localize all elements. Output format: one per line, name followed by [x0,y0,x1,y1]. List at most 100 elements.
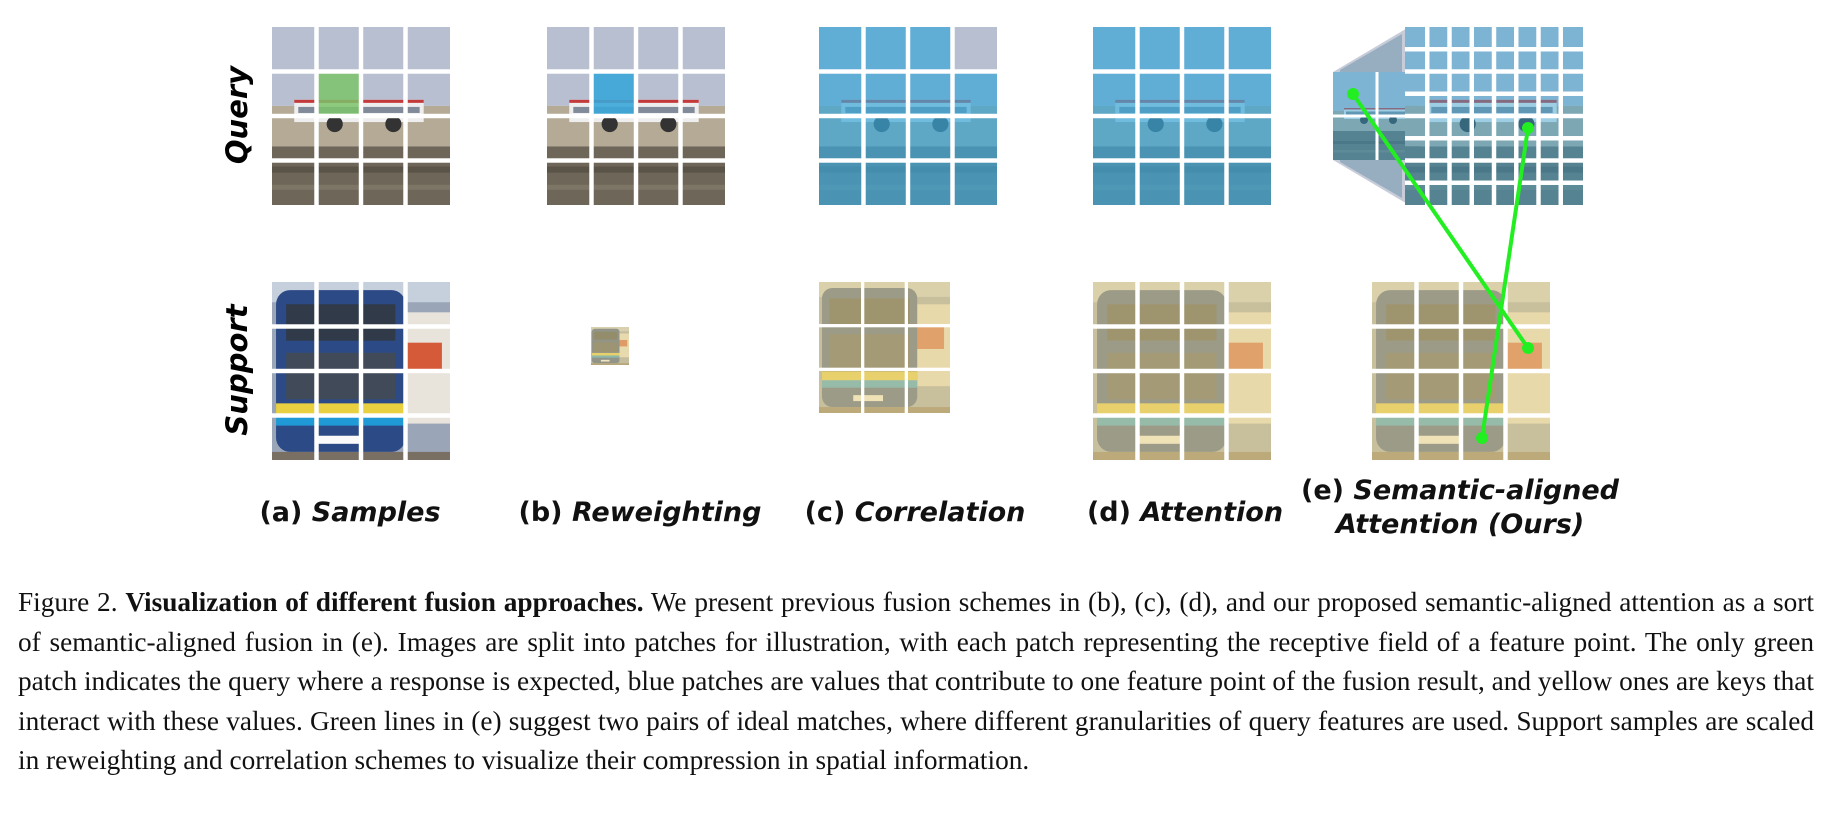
query-semantic-fine-patch [1449,116,1472,139]
query-semantic-fine-patch [1494,160,1517,183]
query-semantic-fine-patch [1405,138,1428,161]
query-correlation-patch [908,160,953,205]
support-attention-patch [1137,371,1182,416]
support-correlation-patch [862,282,907,326]
query-semantic-fine-patch [1471,182,1494,205]
query-semantic-fine-patch [1494,71,1517,94]
query-correlation-patch [863,71,908,116]
query-semantic-fine-patch [1405,116,1428,139]
query-attention-patch [1182,160,1227,205]
query-semantic-fine-patch [1494,49,1517,72]
query-semantic-fine-patch [1560,138,1583,161]
query-semantic-fine-patch [1449,93,1472,116]
query-correlation-patch [819,116,864,161]
support-attention-patch [1226,371,1271,416]
match-point [1522,122,1534,134]
support-semantic-patch [1505,282,1550,327]
query-correlation-patch [952,71,997,116]
caption-body: We present previous fusion schemes in (b… [18,587,1814,775]
query-correlation-patch [908,116,953,161]
query-semantic-fine [1405,27,1583,205]
support-semantic-patch [1505,415,1550,460]
query-correlation-patch [952,116,997,161]
query-samples [272,27,450,205]
query-semantic-fine-patch [1405,71,1428,94]
figure-caption: Figure 2. Visualization of different fus… [18,583,1814,781]
row-label-support: Support [220,304,254,436]
match-point [1347,88,1359,100]
support-semantic-patch [1372,415,1417,460]
support-reweighting [591,327,629,365]
query-semantic-fine-patch [1427,93,1450,116]
query-attention-patch [1137,116,1182,161]
query-semantic-fine-patch [1516,49,1539,72]
support-correlation-patch [906,369,950,413]
query-semantic-fine-patch [1516,71,1539,94]
support-semantic-patch [1416,326,1461,371]
query-semantic-fine-patch [1471,27,1494,50]
support-semantic-patch [1461,371,1506,416]
support-attention-patch [1182,282,1227,327]
support-semantic-patch [1505,371,1550,416]
support-semantic [1372,282,1550,460]
match-point [1476,432,1488,444]
support-correlation-patch [906,282,950,326]
support-attention-patch [1093,326,1138,371]
support-attention [1093,282,1271,460]
query-semantic-fine-patch [1471,49,1494,72]
query-correlation-patch [819,71,864,116]
query-correlation-patch [908,71,953,116]
query-semantic-fine-patch [1538,71,1561,94]
query-semantic-fine-patch [1471,93,1494,116]
query-semantic-fine-patch [1471,71,1494,94]
query-semantic-fine-patch [1449,27,1472,50]
fusion-visualization [272,27,1583,460]
query-semantic-fine-patch [1449,160,1472,183]
query-semantic-fine-patch [1538,160,1561,183]
query-reweighting [547,27,725,205]
match-line-2 [1480,126,1530,440]
support-attention-patch [1137,415,1182,460]
support-semantic-patch [1416,371,1461,416]
support-correlation-patch [819,325,863,370]
caption-title: Visualization of different fusion approa… [125,587,644,617]
query-semantic-fine-patch [1427,49,1450,72]
support-attention-patch [1226,415,1271,460]
query-attention-patch [1226,116,1271,161]
query-semantic-fine-patch [1560,160,1583,183]
match-lines-layer [1347,88,1534,444]
query-attention-patch [1093,27,1138,72]
support-correlation [819,282,950,413]
panel-label-e: (e) Semantic-aligned Attention (Ours) [1300,475,1620,540]
query-attention-patch [1226,27,1271,72]
support-semantic-patch [1372,326,1417,371]
panel-label-d: (d) Attention [1086,497,1284,528]
query-semantic-fine-patch [1449,182,1472,205]
panel-label-b: (b) Reweighting [518,497,762,528]
match-point [1522,342,1534,354]
query-attention [1093,27,1271,205]
query-semantic-fine-patch [1494,116,1517,139]
support-samples [272,282,450,460]
query-semantic-fine-patch [1516,93,1539,116]
query-semantic-fine-patch [1427,27,1450,50]
query-semantic-fine-patch [1560,27,1583,50]
panel-label-a: (a) Samples [259,497,441,528]
support-attention-patch [1093,282,1138,327]
query-correlation-patch [908,27,953,72]
query-semantic-fine-patch [1427,71,1450,94]
support-attention-patch [1093,415,1138,460]
query-semantic-fine-patch [1538,93,1561,116]
query-semantic-fine-patch [1560,182,1583,205]
query-semantic-fine-patch [1494,138,1517,161]
query-correlation-patch [863,27,908,72]
query-semantic-fine-patch [1560,93,1583,116]
query-semantic-fine-patch [1494,182,1517,205]
panels-layer [272,27,1583,460]
support-correlation-patch [819,369,863,413]
query-semantic-fine-patch [1538,182,1561,205]
query-correlation-patch [819,27,864,72]
query-semantic-fine-patch [1494,27,1517,50]
query-semantic-coarse-patch [1333,116,1377,160]
query-samples-patch [316,71,361,116]
